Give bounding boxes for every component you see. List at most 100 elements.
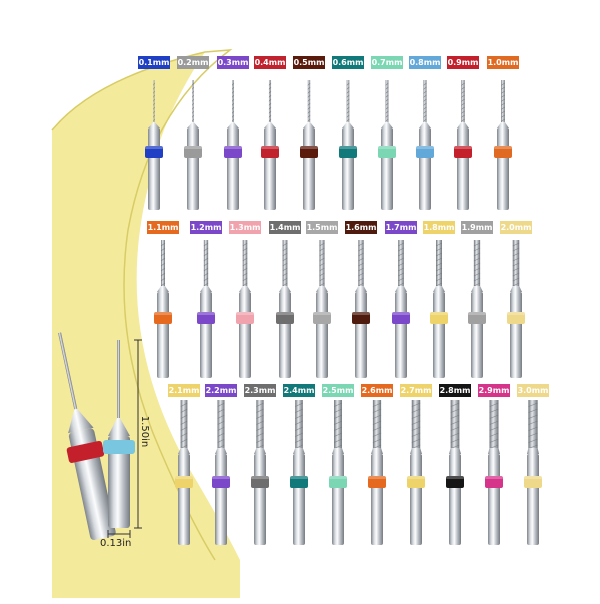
size-label: 1.0mm xyxy=(487,56,519,69)
cutting-tip xyxy=(217,400,225,448)
color-ring xyxy=(329,476,347,488)
shank xyxy=(316,292,328,378)
color-ring xyxy=(339,146,357,158)
shank xyxy=(254,454,266,545)
shank xyxy=(227,128,239,210)
color-ring xyxy=(251,476,269,488)
shank xyxy=(148,128,160,210)
color-ring xyxy=(236,312,254,324)
drill-bit xyxy=(154,240,172,378)
drill-bit xyxy=(290,400,308,545)
color-ring xyxy=(184,146,202,158)
color-ring xyxy=(468,312,486,324)
drill-bit xyxy=(446,400,464,545)
size-label: 1.2mm xyxy=(190,221,222,234)
color-ring xyxy=(261,146,279,158)
cutting-tip xyxy=(528,400,538,448)
drill-bit xyxy=(224,80,242,210)
cutting-tip xyxy=(282,240,288,286)
color-ring xyxy=(378,146,396,158)
drill-bit xyxy=(468,240,486,378)
size-label: 1.8mm xyxy=(423,221,455,234)
cutting-tip xyxy=(358,240,364,286)
shank xyxy=(449,454,461,545)
cutting-tip xyxy=(489,400,499,448)
drill-bit xyxy=(145,80,163,210)
cutting-tip xyxy=(161,240,165,286)
cutting-tip xyxy=(319,240,325,286)
shank xyxy=(264,128,276,210)
diameter-dimension-label: 0.13in xyxy=(100,538,132,549)
color-ring xyxy=(290,476,308,488)
shank xyxy=(342,128,354,210)
drill-bit xyxy=(454,80,472,210)
cutting-tip xyxy=(450,400,460,448)
shank xyxy=(471,292,483,378)
drill-bit xyxy=(430,240,448,378)
cutting-tip xyxy=(153,80,155,122)
color-ring xyxy=(145,146,163,158)
cutting-tip xyxy=(512,240,520,286)
size-label: 2.7mm xyxy=(400,384,432,397)
shank xyxy=(187,128,199,210)
shank xyxy=(510,292,522,378)
color-ring xyxy=(175,476,193,488)
shank xyxy=(200,292,212,378)
color-ring xyxy=(485,476,503,488)
size-label: 2.9mm xyxy=(478,384,510,397)
drill-bit xyxy=(378,80,396,210)
drill-bit xyxy=(507,240,525,378)
shank xyxy=(410,454,422,545)
drill-bit xyxy=(236,240,254,378)
shank xyxy=(332,454,344,545)
size-label: 0.1mm xyxy=(138,56,170,69)
cutting-tip xyxy=(232,80,234,122)
color-ring xyxy=(430,312,448,324)
color-ring xyxy=(446,476,464,488)
color-ring xyxy=(368,476,386,488)
shank xyxy=(488,454,500,545)
shank xyxy=(215,454,227,545)
drill-bit xyxy=(416,80,434,210)
drill-bit xyxy=(407,400,425,545)
shank xyxy=(419,128,431,210)
drill-bit xyxy=(276,240,294,378)
cutting-tip xyxy=(372,400,382,448)
large-tilted-bit xyxy=(58,332,116,540)
cutting-tip xyxy=(192,80,194,122)
shank xyxy=(371,454,383,545)
shank xyxy=(395,292,407,378)
size-label: 3.0mm xyxy=(517,384,549,397)
size-label: 1.6mm xyxy=(345,221,377,234)
size-label: 0.5mm xyxy=(293,56,325,69)
color-ring xyxy=(212,476,230,488)
cutting-tip xyxy=(385,80,389,122)
cutting-tip xyxy=(411,400,421,448)
shank xyxy=(527,454,539,545)
color-ring xyxy=(416,146,434,158)
color-ring xyxy=(352,312,370,324)
drill-bit xyxy=(494,80,512,210)
color-ring xyxy=(197,312,215,324)
cutting-tip xyxy=(334,400,342,448)
cutting-tip xyxy=(461,80,465,122)
drill-bit xyxy=(352,240,370,378)
color-ring xyxy=(276,312,294,324)
drill-bit xyxy=(197,240,215,378)
drill-bit xyxy=(184,80,202,210)
size-label: 2.2mm xyxy=(205,384,237,397)
color-ring xyxy=(154,312,172,324)
drill-bit xyxy=(524,400,542,545)
size-label: 1.4mm xyxy=(269,221,301,234)
drill-bit xyxy=(339,80,357,210)
size-label: 0.7mm xyxy=(371,56,403,69)
shank xyxy=(433,292,445,378)
size-label: 1.1mm xyxy=(147,221,179,234)
drill-bit xyxy=(261,80,279,210)
shank xyxy=(381,128,393,210)
cutting-tip xyxy=(501,80,505,122)
shank xyxy=(303,128,315,210)
size-label: 1.3mm xyxy=(229,221,261,234)
